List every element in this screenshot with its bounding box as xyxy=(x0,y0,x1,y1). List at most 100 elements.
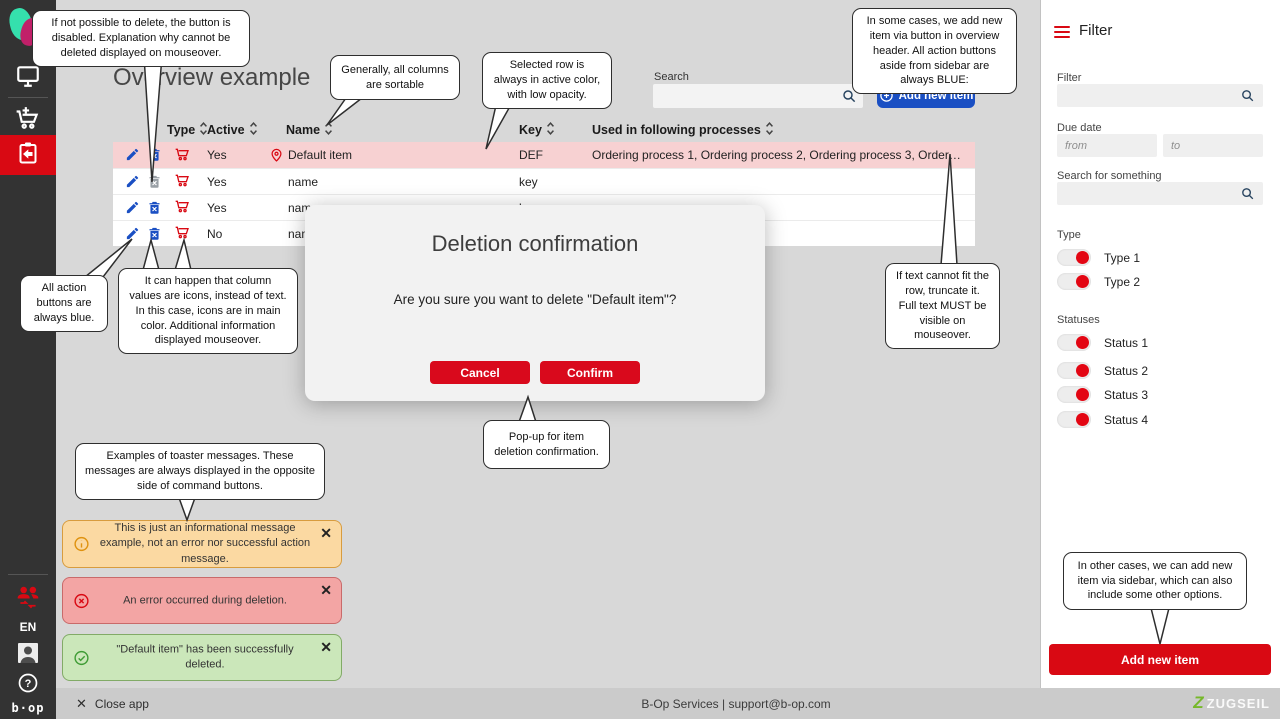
toggle-label: Type 2 xyxy=(1104,274,1141,289)
column-header-name[interactable]: Name xyxy=(286,121,519,139)
sidebar-item-overview-active[interactable] xyxy=(0,135,56,175)
toggle-status-2[interactable]: Status 2 xyxy=(1057,362,1148,379)
close-app-button[interactable]: ✕ Close app xyxy=(76,696,149,712)
sort-icon[interactable] xyxy=(765,121,774,139)
toggle-type-1[interactable]: Type 1 xyxy=(1057,249,1140,266)
close-icon[interactable]: ✕ xyxy=(320,525,332,541)
filter-input[interactable] xyxy=(1057,84,1263,107)
cart-icon[interactable] xyxy=(174,224,190,240)
cell-active: Yes xyxy=(207,174,227,189)
toggle-status-4[interactable]: Status 4 xyxy=(1057,411,1148,428)
cart-icon[interactable] xyxy=(174,172,190,188)
column-header-active[interactable]: Active xyxy=(207,121,286,139)
zugseil-logo: Z ZUGSEIL xyxy=(1193,693,1270,713)
toast-message: This is just an informational message ex… xyxy=(99,521,311,565)
info-icon xyxy=(73,536,90,553)
column-header-key[interactable]: Key xyxy=(519,121,592,139)
delete-icon[interactable] xyxy=(147,200,163,216)
cart-icon[interactable] xyxy=(174,198,190,214)
toggle-label: Status 2 xyxy=(1104,363,1149,378)
sort-icon[interactable] xyxy=(249,121,258,139)
toggle-switch[interactable] xyxy=(1057,411,1091,428)
search-icon[interactable] xyxy=(1240,88,1255,103)
due-date-to-input[interactable] xyxy=(1163,134,1263,157)
edit-icon[interactable] xyxy=(125,200,141,216)
toggle-label: Status 3 xyxy=(1104,387,1149,402)
table-row[interactable]: Yes name key xyxy=(113,168,975,194)
location-pin-icon xyxy=(269,148,284,163)
search-icon[interactable] xyxy=(841,88,857,104)
callout-truncate: If text cannot fit the row, truncate it.… xyxy=(885,263,1000,350)
language-selector[interactable]: EN xyxy=(19,620,37,634)
close-icon: ✕ xyxy=(76,696,87,711)
delete-icon[interactable] xyxy=(147,147,163,163)
sidebar-item-user-switch[interactable] xyxy=(0,582,56,614)
help-icon: ? xyxy=(16,671,40,700)
callout-toasters: Examples of toaster messages. These mess… xyxy=(75,443,325,500)
column-label: Name xyxy=(286,123,321,137)
cell-name: Default item xyxy=(288,148,353,162)
add-new-item-sidebar-button[interactable]: Add new item xyxy=(1049,644,1271,675)
table-row[interactable]: Yes Default item DEF Ordering process 1,… xyxy=(113,142,975,168)
search-label: Search xyxy=(654,71,689,83)
close-icon[interactable]: ✕ xyxy=(320,582,332,598)
svg-text:?: ? xyxy=(25,678,32,690)
overview-search xyxy=(653,84,863,108)
toggle-switch[interactable] xyxy=(1057,334,1091,351)
toggle-status-1[interactable]: Status 1 xyxy=(1057,334,1148,351)
sidebar-item-monitor[interactable] xyxy=(0,58,56,98)
cart-icon[interactable] xyxy=(174,146,190,162)
toggle-status-3[interactable]: Status 3 xyxy=(1057,386,1148,403)
monitor-icon xyxy=(15,63,41,94)
app-sidebar: EN ? b·op xyxy=(0,0,56,719)
close-icon[interactable]: ✕ xyxy=(320,639,332,655)
callout-blue-buttons: All action buttons are always blue. xyxy=(20,275,108,332)
toggle-label: Status 1 xyxy=(1104,335,1149,350)
sort-icon[interactable] xyxy=(324,121,333,139)
delete-icon[interactable] xyxy=(147,226,163,242)
success-icon xyxy=(73,649,90,666)
toggle-switch[interactable] xyxy=(1057,249,1091,266)
search-icon[interactable] xyxy=(1240,186,1255,201)
sidebar-item-profile[interactable] xyxy=(0,640,56,670)
sidebar-divider xyxy=(8,97,48,98)
hamburger-menu-icon[interactable] xyxy=(1054,26,1070,38)
cancel-button[interactable]: Cancel xyxy=(430,361,530,384)
toggle-label: Type 1 xyxy=(1104,250,1141,265)
close-app-label: Close app xyxy=(94,697,149,711)
sort-icon[interactable] xyxy=(199,121,208,139)
cell-active: Yes xyxy=(207,148,227,162)
toggle-switch[interactable] xyxy=(1057,362,1091,379)
statuses-section-label: Statuses xyxy=(1057,314,1100,326)
users-transfer-icon xyxy=(15,583,41,614)
sidebar-item-help[interactable]: ? xyxy=(0,671,56,699)
confirm-button[interactable]: Confirm xyxy=(540,361,640,384)
due-date-from-input[interactable] xyxy=(1057,134,1157,157)
error-icon xyxy=(73,592,90,609)
toggle-switch[interactable] xyxy=(1057,386,1091,403)
deletion-confirmation-modal: Deletion confirmation Are you sure you w… xyxy=(305,205,765,401)
column-header-type[interactable]: Type xyxy=(167,121,208,139)
callout-icon-columns: It can happen that column values are ico… xyxy=(118,268,298,355)
search-input[interactable] xyxy=(659,84,837,108)
clipboard-back-icon xyxy=(16,141,40,170)
toast-message: An error occurred during deletion. xyxy=(123,593,287,606)
edit-icon[interactable] xyxy=(125,226,141,242)
callout-add-header: In some cases, we add new item via butto… xyxy=(852,8,1017,95)
edit-icon[interactable] xyxy=(125,174,141,190)
filter-panel-title: Filter xyxy=(1079,22,1113,39)
toast-message: "Default item" has been successfully del… xyxy=(116,643,294,671)
column-label: Type xyxy=(167,123,196,137)
toggle-type-2[interactable]: Type 2 xyxy=(1057,273,1140,290)
sidebar-item-add-cart[interactable] xyxy=(0,100,56,140)
search-something-input[interactable] xyxy=(1057,182,1263,205)
edit-icon[interactable] xyxy=(125,147,141,163)
callout-popup: Pop-up for item deletion confirmation. xyxy=(483,420,610,469)
column-label: Used in following processes xyxy=(592,123,761,137)
toggle-switch[interactable] xyxy=(1057,273,1091,290)
callout-sortable: Generally, all columns are sortable xyxy=(330,55,460,100)
sort-icon[interactable] xyxy=(546,121,555,139)
column-label: Active xyxy=(207,123,245,137)
toggle-label: Status 4 xyxy=(1104,412,1149,427)
column-header-processes[interactable]: Used in following processes xyxy=(592,121,975,139)
